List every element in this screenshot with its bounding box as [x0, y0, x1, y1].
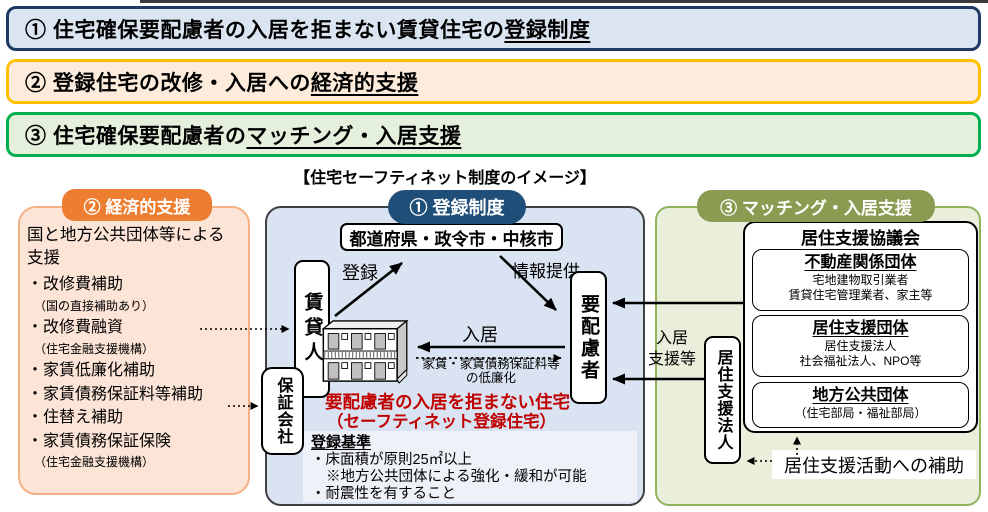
banner-matching-text: ③ 住宅確保要配慮者のマッチング・入居支援 — [25, 120, 461, 150]
label-move-in-support-line2: 支援等 — [647, 351, 696, 368]
label-move-in-support-line1: 入居 — [655, 330, 688, 347]
group-line: 宅地建物取引業者 — [812, 273, 909, 287]
banner-matching-support: ③ 住宅確保要配慮者のマッチング・入居支援 — [6, 112, 981, 157]
label-rent-reduction-line1: 家賃・家賃債務保証料等 — [422, 357, 560, 371]
group-line: 居住支援法人 — [824, 339, 897, 353]
criteria-line: ・床面積が原則25㎡以上 — [311, 452, 473, 468]
list-item-note: （住宅金融支援機構） — [34, 455, 155, 469]
group-title: 不動産関係団体 — [804, 254, 917, 271]
criteria-line-note: ※地方公共団体による強化・緩和が可能 — [326, 469, 587, 485]
highlight-text-line2: （セーフティネット登録住宅） — [327, 413, 557, 431]
registration-criteria-box: 登録基準 ・床面積が原則25㎡以上 ※地方公共団体による強化・緩和が可能 ・耐震… — [303, 431, 637, 502]
registration-system-badge: ① 登録制度 — [388, 190, 526, 224]
banner-registration-text: ① 住宅確保要配慮者の入居を拒まない賃貸住宅の登録制度 — [25, 14, 590, 44]
label-register: 登録 — [342, 263, 378, 283]
group-line: 社会福祉法人、NPO等 — [799, 354, 922, 368]
economic-items-list: ・改修費補助 （国の直接補助あり） ・改修費融資 （住宅金融支援機構） ・家賃低… — [27, 273, 245, 473]
support-corporation-box: 居住支援法人 — [704, 336, 741, 464]
label-move-in-support: 入居 支援等 — [638, 328, 706, 370]
guarantee-company-box: 保証会社 — [261, 367, 304, 455]
authority-box: 都道府県・政令市・中核市 — [340, 223, 563, 251]
list-item-note: （住宅金融支援機構） — [34, 341, 155, 356]
label-move-in: 入居 — [462, 325, 498, 345]
local-government-group-box: 地方公共団体 （住宅部局・福祉部局） — [752, 382, 969, 428]
list-item: ・住替え補助 — [27, 409, 124, 426]
cropped-edge-artifact — [140, 0, 988, 3]
label-rent-reduction: 家賃・家賃債務保証料等 の低廉化 — [406, 357, 576, 385]
group-title: 居住支援団体 — [812, 320, 909, 337]
group-line: 賃貸住宅管理業者、家主等 — [788, 288, 933, 302]
banner-economic-keyword: 経済的支援 — [310, 71, 419, 95]
banner-registration-system: ① 住宅確保要配慮者の入居を拒まない賃貸住宅の登録制度 — [6, 6, 981, 51]
criteria-title: 登録基準 — [311, 434, 372, 451]
housing-support-group-box: 居住支援団体 居住支援法人 社会福祉法人、NPO等 — [752, 315, 969, 377]
list-item: ・改修費融資 — [27, 319, 124, 336]
real-estate-group-box: 不動産関係団体 宅地建物取引業者 賃貸住宅管理業者、家主等 — [752, 249, 969, 311]
highlight-text-line1: 要配慮者の入居を拒まない住宅 — [325, 392, 570, 412]
economic-support-badge: ② 経済的支援 — [62, 189, 212, 221]
group-line: （住宅部局・福祉部局） — [794, 406, 927, 420]
tenant-box: 要配慮者 — [570, 271, 607, 404]
banner-economic-text: ② 登録住宅の改修・入居への経済的支援 — [25, 67, 418, 97]
label-support-activity-subsidy: 居住支援活動への補助 — [772, 450, 976, 479]
list-item: ・家賃低廉化補助 — [27, 362, 156, 379]
list-item-note: （国の直接補助あり） — [34, 298, 155, 313]
diagram-title: 【住宅セーフティネット制度のイメージ】 — [294, 170, 596, 187]
banner-matching-keyword: マッチング・入居支援 — [246, 124, 462, 148]
list-item: ・改修費補助 — [27, 276, 124, 293]
banner-registration-prefix: ① 住宅確保要配慮者の入居を拒まない賃貸住宅の — [25, 18, 505, 42]
criteria-line: ・耐震性を有すること — [311, 486, 456, 502]
list-item: ・家賃債務保証保険 — [27, 432, 172, 450]
label-rent-reduction-line2: の低廉化 — [465, 370, 516, 385]
council-title: 居住支援協議会 — [801, 229, 920, 248]
banner-registration-keyword: 登録制度 — [504, 18, 591, 42]
economic-support-panel — [18, 206, 250, 495]
group-title: 地方公共団体 — [812, 387, 909, 404]
economic-intro-text: 国と地方公共団体等による支援 — [27, 226, 225, 267]
apartment-building-icon — [321, 319, 409, 384]
matching-support-badge: ③ マッチング・入居支援 — [697, 190, 935, 222]
banner-economic-prefix: ② 登録住宅の改修・入居への — [25, 71, 311, 95]
banner-economic-support: ② 登録住宅の改修・入居への経済的支援 — [6, 59, 981, 104]
list-item: ・家賃債務保証料等補助 — [27, 385, 204, 403]
banner-matching-prefix: ③ 住宅確保要配慮者の — [25, 124, 247, 148]
